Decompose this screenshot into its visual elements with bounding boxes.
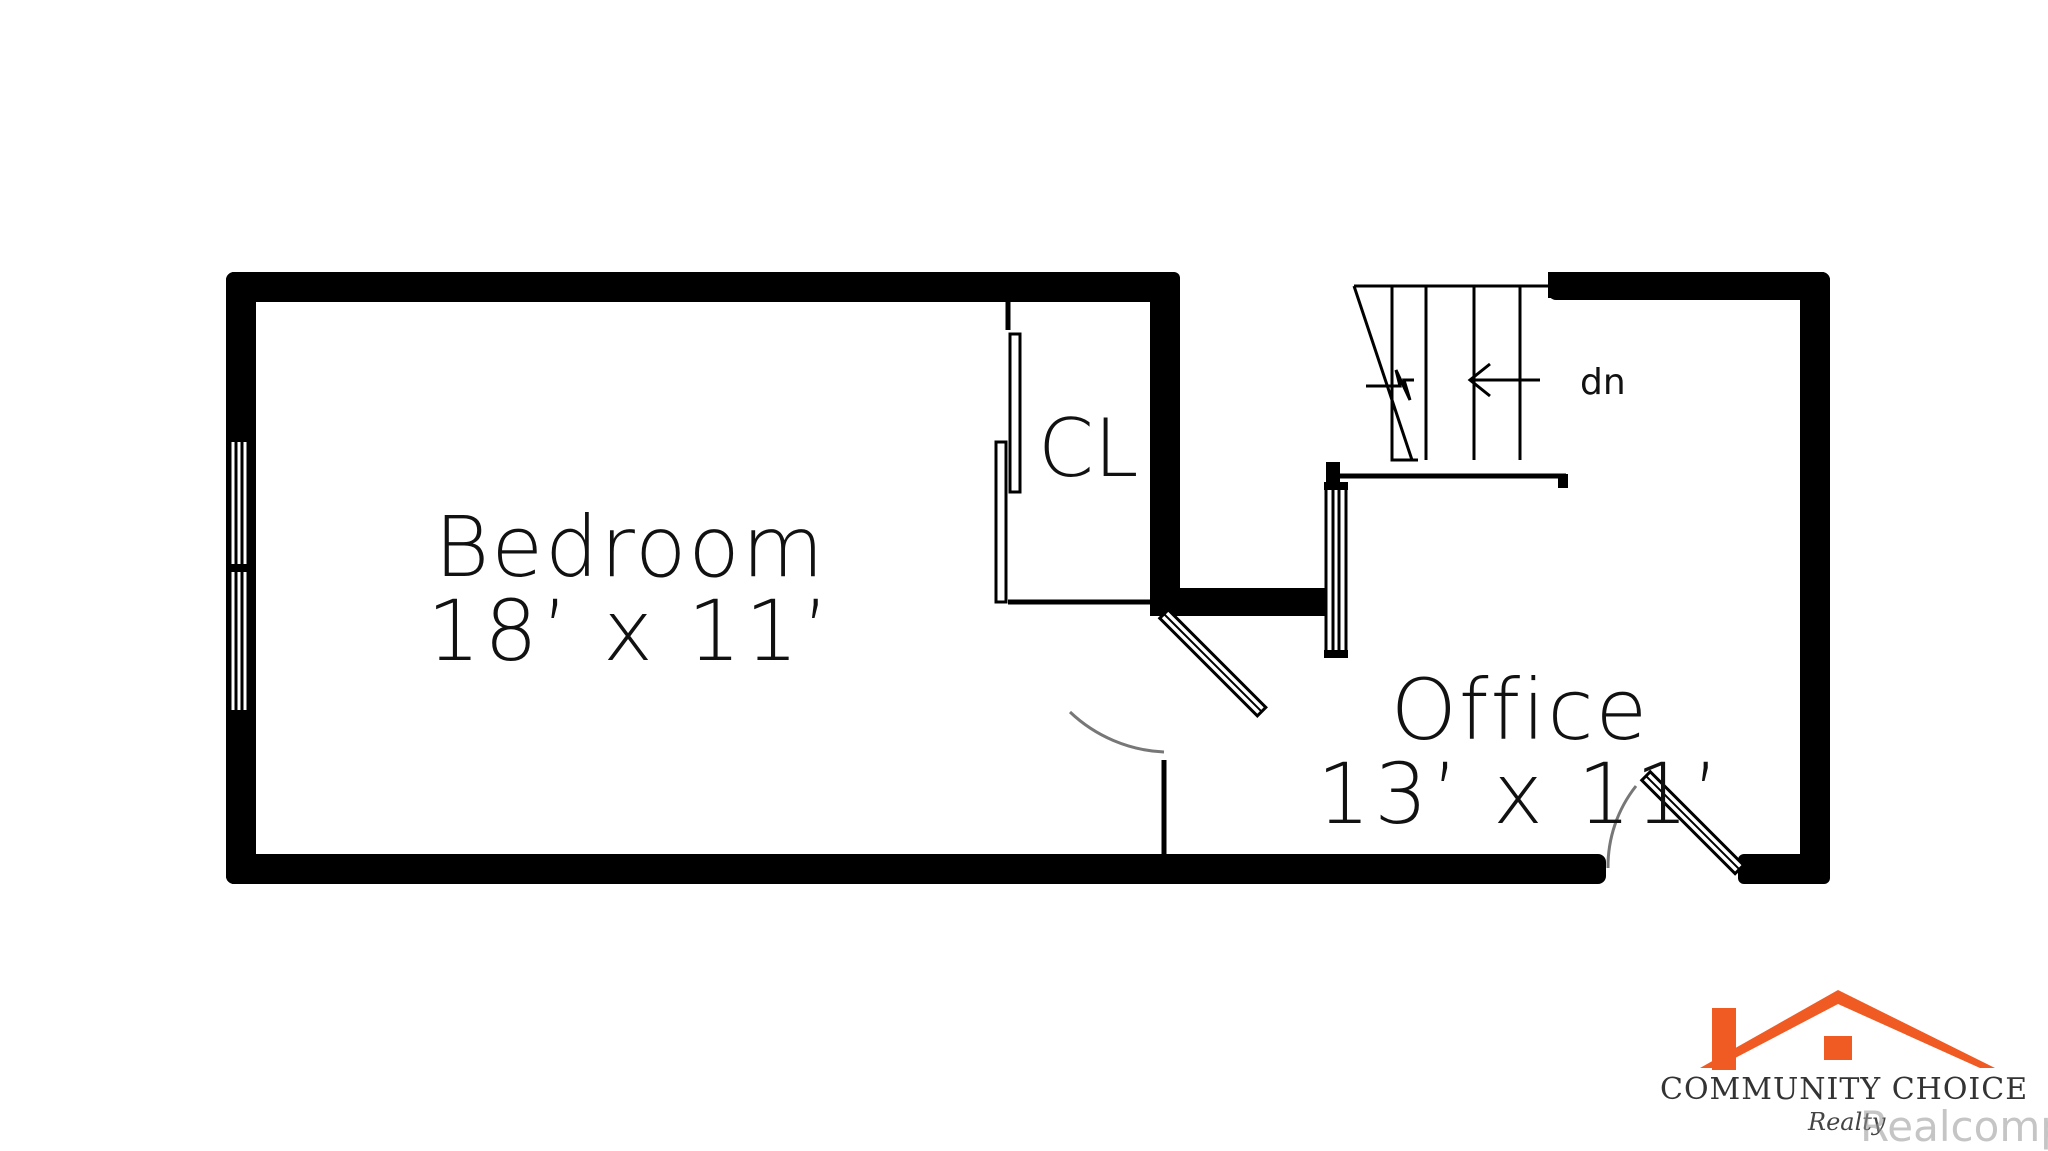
office-door — [1606, 769, 1746, 876]
company-name: COMMUNITY CHOICE — [1660, 1072, 2029, 1107]
company-logo — [1700, 990, 1995, 1070]
bedroom-door — [1068, 607, 1268, 754]
stairs — [1352, 284, 1580, 462]
office-dimensions: 13’ x 11’ — [1316, 745, 1724, 843]
bedroom-name: Bedroom — [434, 498, 826, 596]
bedroom-dimensions: 18’ x 11’ — [426, 582, 834, 680]
closet-label: CL — [1038, 402, 1139, 495]
watermark: Realcomp — [1860, 1102, 2048, 1151]
exterior-walls — [226, 272, 1830, 884]
window-left — [228, 436, 250, 716]
stairs-down-label: dn — [1580, 362, 1626, 403]
interior-walls — [1005, 300, 1566, 856]
office-name: Office — [1390, 661, 1650, 759]
bedroom-label: Bedroom 18’ x 11’ — [420, 505, 840, 673]
closet-sliding-doors — [994, 332, 1022, 604]
office-window — [1324, 482, 1348, 658]
company-tagline: Realty — [1808, 1108, 1886, 1136]
office-label: Office 13’ x 11’ — [1310, 668, 1730, 836]
